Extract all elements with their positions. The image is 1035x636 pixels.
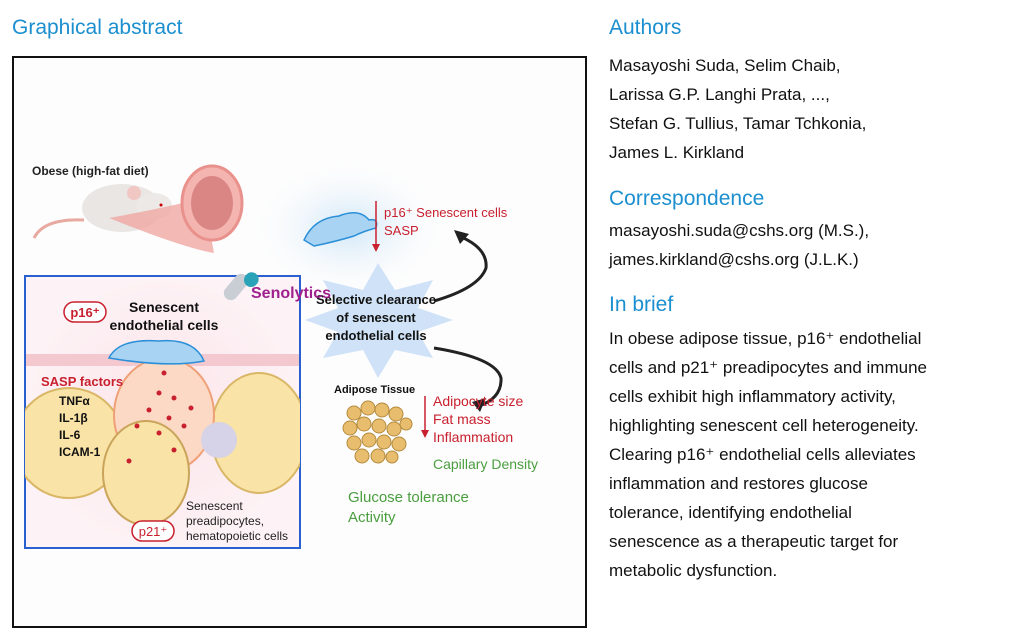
in-brief-line: Clearing p16⁺ endothelial cells alleviat… — [609, 445, 916, 464]
p16-badge — [63, 301, 107, 323]
activity-label: Activity — [348, 509, 396, 526]
factor-il1b: IL-1β — [59, 411, 88, 425]
down-arrow-head — [372, 244, 380, 252]
senescent-cells-label: p16⁺ Senescent cells — [384, 205, 508, 220]
capillary-density-label: Capillary Density — [433, 456, 538, 472]
author-line: Stefan G. Tullius, Tamar Tchkonia, — [609, 114, 867, 133]
factor-il6: IL-6 — [59, 428, 81, 442]
graphical-abstract-figure: Obese (high-fat diet) p16⁺ Senescent cel… — [12, 56, 587, 628]
preadipocytes-label-2: preadipocytes, — [186, 514, 264, 528]
in-brief-line: In obese adipose tissue, p16⁺ endothelia… — [609, 329, 922, 348]
preadipocytes-label-1: Senescent — [186, 499, 243, 513]
in-brief-text: In obese adipose tissue, p16⁺ endothelia… — [609, 324, 927, 585]
in-brief-line: tolerance, identifying endothelial — [609, 503, 852, 522]
arrow-down-icon — [433, 346, 503, 408]
p16-badge-label: p16⁺ — [70, 305, 99, 320]
authors-list: Masayoshi Suda, Selim Chaib, Larissa G.P… — [609, 51, 866, 167]
in-brief-line: cells and p21⁺ preadipocytes and immune — [609, 358, 927, 377]
blood-vessel-icon — [109, 164, 244, 253]
in-brief-line: senescence as a therapeutic target for — [609, 532, 899, 551]
endothelial-cell-icon — [107, 339, 206, 365]
starburst-shape — [305, 263, 453, 378]
graphical-abstract-heading: Graphical abstract — [12, 16, 183, 39]
immune-cell-icon — [201, 422, 237, 458]
p21-badge-label: p21⁺ — [139, 524, 168, 539]
factor-icam1: ICAM-1 — [59, 445, 101, 459]
in-brief-line: inflammation and restores glucose — [609, 474, 868, 493]
clearance-label-3: endothelial cells — [325, 328, 426, 343]
author-line: James L. Kirkland — [609, 143, 745, 162]
senolytics-label: Senolytics — [251, 285, 331, 302]
sasp-label: SASP — [384, 223, 419, 238]
authors-heading: Authors — [609, 16, 682, 39]
in-brief-line: metabolic dysfunction. — [609, 561, 778, 580]
email-link[interactable]: james.kirkland@cshs.org (J.L.K.) — [609, 250, 859, 269]
clearance-label-1: Selective clearance — [316, 292, 436, 307]
inflammation-label: Inflammation — [433, 429, 513, 445]
clearance-label-2: of senescent — [336, 310, 416, 325]
in-brief-line: highlighting senescent cell heterogeneit… — [609, 416, 919, 435]
in-brief-heading: In brief — [609, 293, 674, 316]
decrease-arrow-head — [421, 430, 429, 438]
arrow-up-head — [454, 230, 469, 244]
arrow-up-icon — [433, 234, 488, 303]
endothelial-label-1: Senescent — [129, 299, 199, 315]
abstract-illustration: Obese (high-fat diet) p16⁺ Senescent cel… — [24, 158, 538, 549]
adipose-tissue-label: Adipose Tissue — [334, 384, 415, 396]
fat-mass-label: Fat mass — [433, 411, 491, 427]
author-line: Masayoshi Suda, Selim Chaib, — [609, 56, 841, 75]
preadipocytes-label-3: hematopoietic cells — [186, 529, 288, 543]
glucose-tolerance-label: Glucose tolerance — [348, 489, 469, 506]
obese-label: Obese (high-fat diet) — [32, 164, 149, 178]
p21-badge — [131, 520, 175, 542]
author-line: Larissa G.P. Langhi Prata, ..., — [609, 85, 830, 104]
email-link[interactable]: masayoshi.suda@cshs.org (M.S.), — [609, 221, 870, 240]
factor-tnfa: TNFα — [59, 394, 90, 408]
adipocyte-size-label: Adipocyte size — [433, 393, 523, 409]
senolytics-pill-icon — [223, 272, 259, 301]
endothelial-label-2: endothelial cells — [110, 317, 219, 333]
correspondence-heading: Correspondence — [609, 187, 765, 210]
adipose-tissue-icon — [342, 400, 413, 464]
in-brief-line: cells exhibit high inflammatory activity… — [609, 387, 896, 406]
sasp-factors-label: SASP factors — [41, 374, 123, 389]
arrow-down-head — [472, 398, 486, 412]
correspondence-list: masayoshi.suda@cshs.org (M.S.), james.ki… — [609, 216, 869, 274]
